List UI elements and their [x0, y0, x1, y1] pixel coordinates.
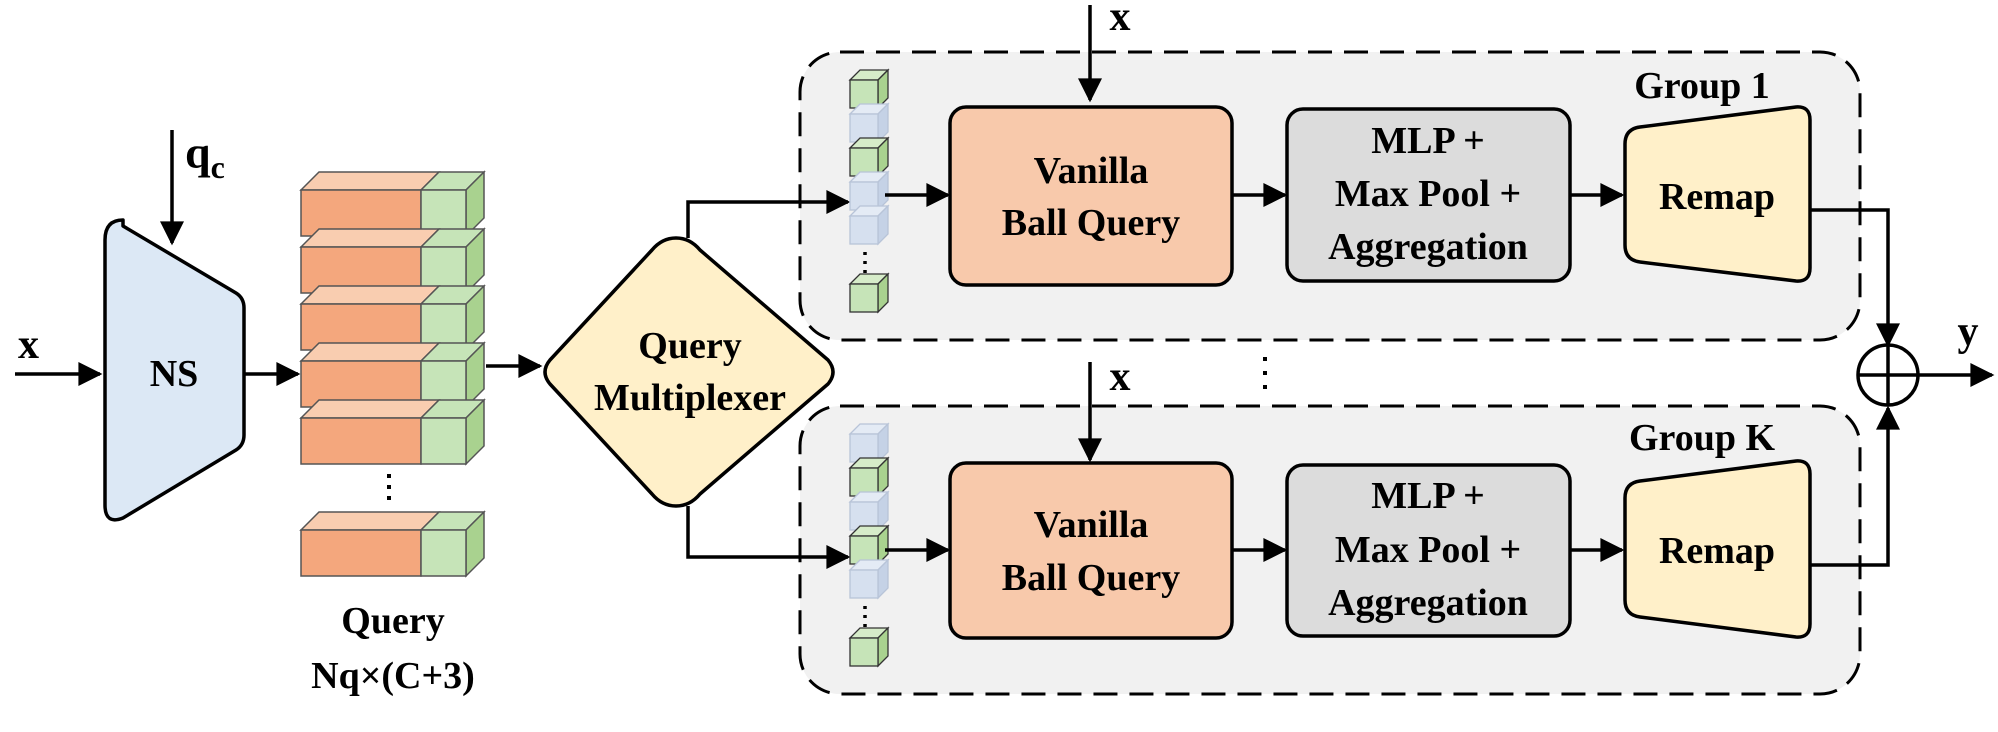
group-k-ball-query-line1: Vanilla: [1034, 504, 1149, 546]
group-k-remap-block: [1623, 459, 1812, 639]
multiplexer-to-group-k-arrow: [686, 506, 851, 569]
group-1-ball-query-block: [948, 105, 1234, 287]
group-k-mlp-line1: MLP +: [1371, 475, 1484, 517]
point-cube: [848, 524, 890, 566]
group-1-mlp-line3: Aggregation: [1328, 226, 1528, 268]
group-1-mlp-line1: MLP +: [1371, 120, 1484, 162]
group-1-ball-query-line2: Ball Query: [1002, 202, 1180, 244]
faded-point-cube: [848, 204, 890, 246]
group-1-remap-block: [1623, 105, 1812, 283]
ns-label: NS: [150, 353, 199, 395]
output-y-label: y: [1958, 309, 1979, 355]
query-row: [299, 227, 486, 295]
group-k-mlp-line3: Aggregation: [1328, 582, 1528, 624]
group-1-ball-query-line1: Vanilla: [1034, 150, 1149, 192]
point-cube: [848, 272, 890, 314]
group-1-x-label: x: [1110, 0, 1131, 40]
input-x-label: x: [18, 322, 39, 368]
faded-point-cube: [848, 170, 890, 212]
sum-node: [1856, 343, 1920, 407]
multiplexer-to-group-1-arrow: [686, 190, 851, 238]
query-row: [299, 341, 486, 409]
group-k-mlp-line2: Max Pool +: [1335, 529, 1521, 571]
point-cube: [848, 136, 890, 178]
faded-point-cube: [848, 102, 890, 144]
point-cube: [848, 68, 890, 110]
query-multiplexer-block: [543, 236, 835, 508]
group-1-point-cubes: [848, 68, 890, 314]
group-k-remap-label: Remap: [1659, 530, 1775, 572]
query-row: [299, 510, 486, 578]
faded-point-cube: [848, 422, 890, 464]
group-1-to-sum-arrow: [1810, 208, 1900, 348]
query-shape-label: Nq×(C+3): [311, 655, 475, 697]
group-k-point-cubes: [848, 422, 890, 668]
group-1-mlp-line2: Max Pool +: [1335, 173, 1521, 215]
group-k-ball-query-block: [948, 461, 1234, 640]
qc-label: qc: [185, 127, 225, 185]
multiplexer-label-line1: Query: [638, 325, 741, 367]
query-stack: [299, 170, 486, 578]
group-k-ball-query-line2: Ball Query: [1002, 557, 1180, 599]
query-row: [299, 398, 486, 466]
point-cube: [848, 626, 890, 668]
multiplexer-label-line2: Multiplexer: [594, 377, 786, 419]
query-row: [299, 170, 486, 238]
point-cube: [848, 456, 890, 498]
query-label: Query: [341, 600, 444, 642]
faded-point-cube: [848, 490, 890, 532]
faded-point-cube: [848, 558, 890, 600]
group-k-to-sum-arrow: [1810, 405, 1900, 567]
ns-block: [103, 218, 246, 522]
group-1-title: Group 1: [1634, 65, 1770, 107]
group-1-remap-label: Remap: [1659, 176, 1775, 218]
group-k-x-label: x: [1110, 354, 1131, 400]
query-row: [299, 284, 486, 352]
group-k-title: Group K: [1629, 417, 1776, 459]
